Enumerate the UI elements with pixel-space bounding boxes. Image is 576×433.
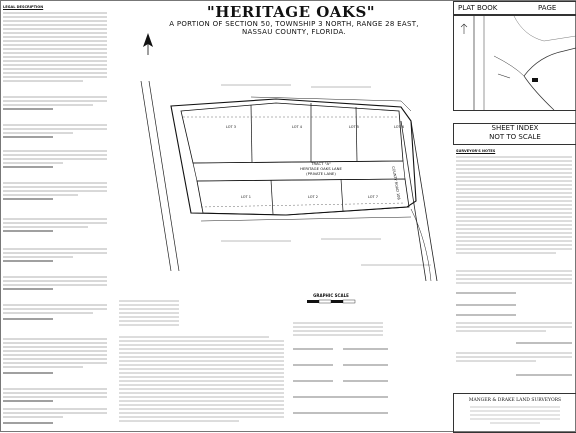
left-text-lines xyxy=(3,12,107,424)
subtitle-line: A PORTION OF SECTION 50, TOWNSHIP 3 NORT… xyxy=(169,20,419,28)
north-arrow-icon xyxy=(460,23,468,34)
sheet-index-note: NOT TO SCALE xyxy=(489,133,541,141)
tract-lane: HERITAGE OAKS LANE xyxy=(300,166,342,171)
plat-title: "HERITAGE OAKS" xyxy=(206,3,376,21)
right-text-column: SURVEYOR'S NOTES xyxy=(456,149,574,389)
tract-name: TRACT "A" xyxy=(311,161,331,166)
lot-label: LOT 3 xyxy=(225,125,237,129)
left-text-column: LEGAL DESCRIPTION xyxy=(3,5,111,430)
lot-label: LOT 7 xyxy=(367,195,379,199)
vicinity-map-drawing xyxy=(460,15,576,111)
plat-book-label: PLAT BOOK xyxy=(458,4,498,12)
legal-description-header: LEGAL DESCRIPTION xyxy=(3,5,44,9)
lot-label: LOT 1 xyxy=(240,195,252,199)
lot-label: LOT 5 xyxy=(348,125,360,129)
subtitle-line: NASSAU COUNTY, FLORIDA. xyxy=(241,28,347,36)
plat-subtitle: A PORTION OF SECTION 50, TOWNSHIP 3 NORT… xyxy=(169,20,419,36)
legend-notes-block xyxy=(119,297,289,427)
north-arrow-icon xyxy=(143,33,153,55)
page-label: PAGE xyxy=(538,4,557,12)
surveyor-title-block: MANGER & DRAKE LAND SURVEYORS xyxy=(453,393,576,433)
tract-private: (PRIVATE LANE) xyxy=(306,171,336,176)
sheet-index-box: SHEET INDEX NOT TO SCALE xyxy=(453,123,576,145)
surveyor-name: MANGER & DRAKE LAND SURVEYORS xyxy=(468,398,562,403)
vicinity-map xyxy=(453,15,576,111)
tract-label: TRACT "A" HERITAGE OAKS LANE (PRIVATE LA… xyxy=(286,161,356,176)
lot-label: LOT 2 xyxy=(307,195,319,199)
sheet-index-title: SHEET INDEX xyxy=(491,124,539,132)
lot-label: LOT 4 xyxy=(291,125,303,129)
plat-drawing xyxy=(140,80,438,281)
lot-label: LOT 6 xyxy=(393,125,405,129)
graphic-scale-bar xyxy=(307,299,356,304)
surveyors-notes-header: SURVEYOR'S NOTES xyxy=(456,149,496,153)
plat-book-box: PLAT BOOK PAGE xyxy=(453,1,576,15)
graphic-scale-label: GRAPHIC SCALE xyxy=(313,293,349,298)
site-marker xyxy=(532,78,538,82)
mortgagee-block xyxy=(293,319,393,427)
